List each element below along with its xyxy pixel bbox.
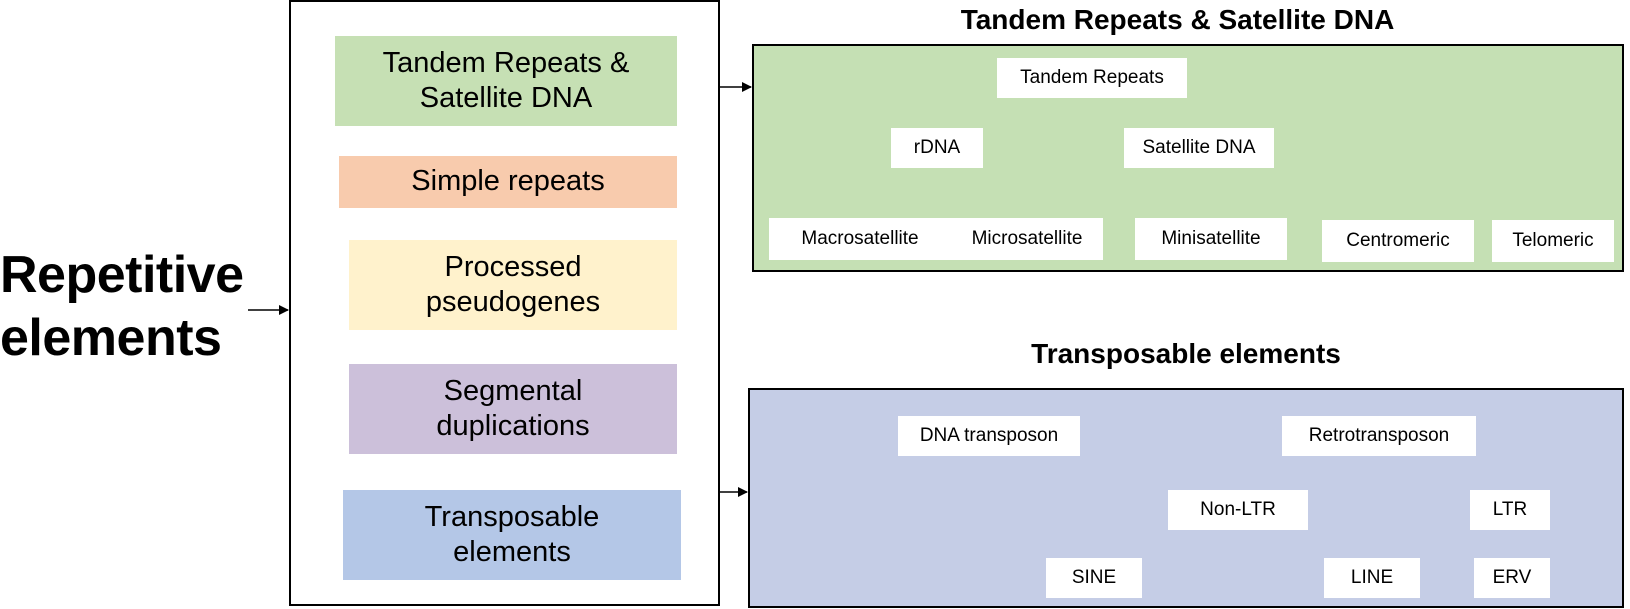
node-erv: ERV	[1474, 558, 1550, 598]
transposable-tree-panel: DNA transposon Retrotransposon Non-LTR L…	[748, 388, 1624, 608]
category-panel: Tandem Repeats & Satellite DNA Simple re…	[289, 0, 720, 606]
tandem-tree-panel: Tandem Repeats rDNA Satellite DNA Macros…	[752, 44, 1624, 272]
category-segmental-duplications: Segmental duplications	[349, 364, 677, 454]
node-minisatellite: Minisatellite	[1135, 218, 1287, 260]
node-line: LINE	[1324, 558, 1420, 598]
transposable-section-title: Transposable elements	[1031, 338, 1341, 369]
category-tandem-repeats: Tandem Repeats & Satellite DNA	[335, 36, 677, 126]
tandem-section-title: Tandem Repeats & Satellite DNA	[960, 4, 1395, 35]
category-simple-repeats: Simple repeats	[339, 156, 677, 208]
node-satellite-dna: Satellite DNA	[1124, 128, 1274, 168]
main-title: Repetitive elements	[0, 246, 244, 368]
node-microsatellite: Microsatellite	[951, 218, 1103, 260]
node-sine: SINE	[1046, 558, 1142, 598]
node-retrotransposon: Retrotransposon	[1282, 416, 1476, 456]
node-telomeric: Telomeric	[1492, 220, 1614, 262]
category-transposable-elements: Transposable elements	[343, 490, 681, 580]
node-centromeric: Centromeric	[1322, 220, 1474, 262]
node-non-ltr: Non-LTR	[1168, 490, 1308, 530]
category-processed-pseudogenes: Processed pseudogenes	[349, 240, 677, 330]
node-macrosatellite: Macrosatellite	[769, 218, 951, 260]
node-rdna: rDNA	[891, 128, 983, 168]
node-tandem-repeats: Tandem Repeats	[997, 58, 1187, 98]
node-ltr: LTR	[1470, 490, 1550, 530]
node-dna-transposon: DNA transposon	[898, 416, 1080, 456]
